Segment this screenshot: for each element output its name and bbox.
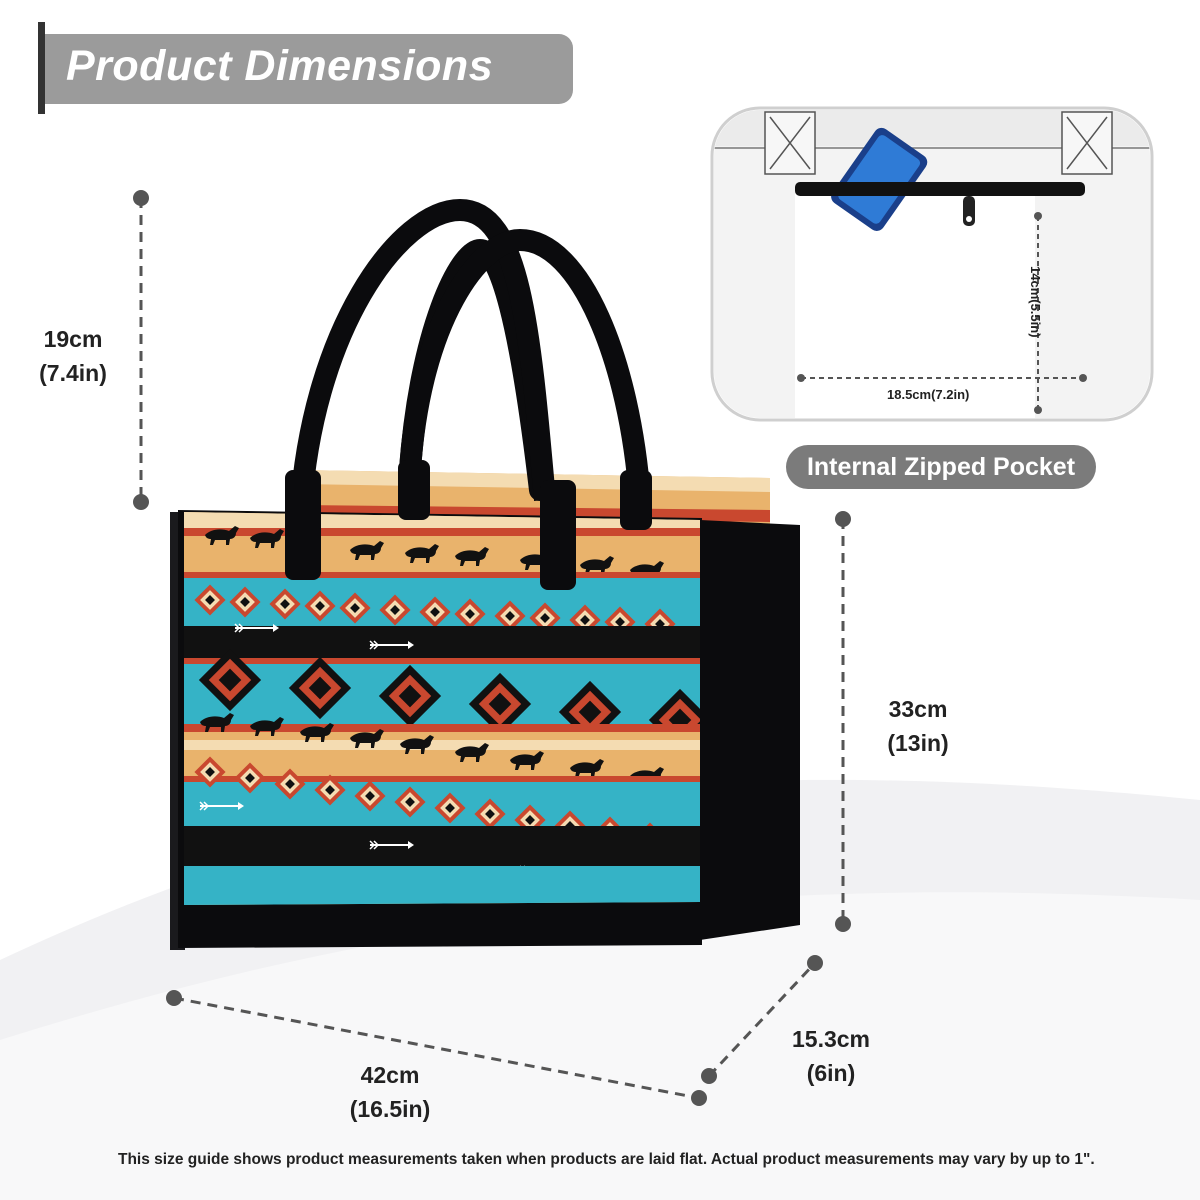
handle-drop-cm: 19cm <box>43 326 103 352</box>
depth-line <box>707 961 817 1078</box>
width-label: 42cm (16.5in) <box>330 1058 450 1126</box>
zipper-icon <box>963 196 975 226</box>
width-line <box>173 996 700 1100</box>
title-pill <box>45 34 573 104</box>
page-title: Product Dimensions <box>66 42 494 90</box>
height-cm: 33cm <box>888 696 948 722</box>
height-inch: (13in) <box>887 730 949 756</box>
handle-drop-inch: (7.4in) <box>39 360 107 386</box>
depth-inch: (6in) <box>806 1060 856 1086</box>
width-cm: 42cm <box>360 1062 420 1088</box>
pocket-width-label: 18.5cm(7.2in) <box>887 387 970 402</box>
depth-label: 15.3cm (6in) <box>776 1022 886 1090</box>
pocket-height-label: 14cm(5.5in) <box>1028 266 1043 338</box>
handle-drop-label: 19cm (7.4in) <box>28 322 118 390</box>
pocket-label: Internal Zipped Pocket <box>786 445 1096 489</box>
width-inch: (16.5in) <box>349 1096 431 1122</box>
depth-cm: 15.3cm <box>791 1026 870 1052</box>
title-banner: Product Dimensions <box>38 22 573 114</box>
title-accent-bar <box>38 22 45 114</box>
phone-icon <box>831 127 928 231</box>
size-guide-footnote: This size guide shows product measuremen… <box>118 1151 1095 1168</box>
height-label: 33cm (13in) <box>868 692 968 760</box>
